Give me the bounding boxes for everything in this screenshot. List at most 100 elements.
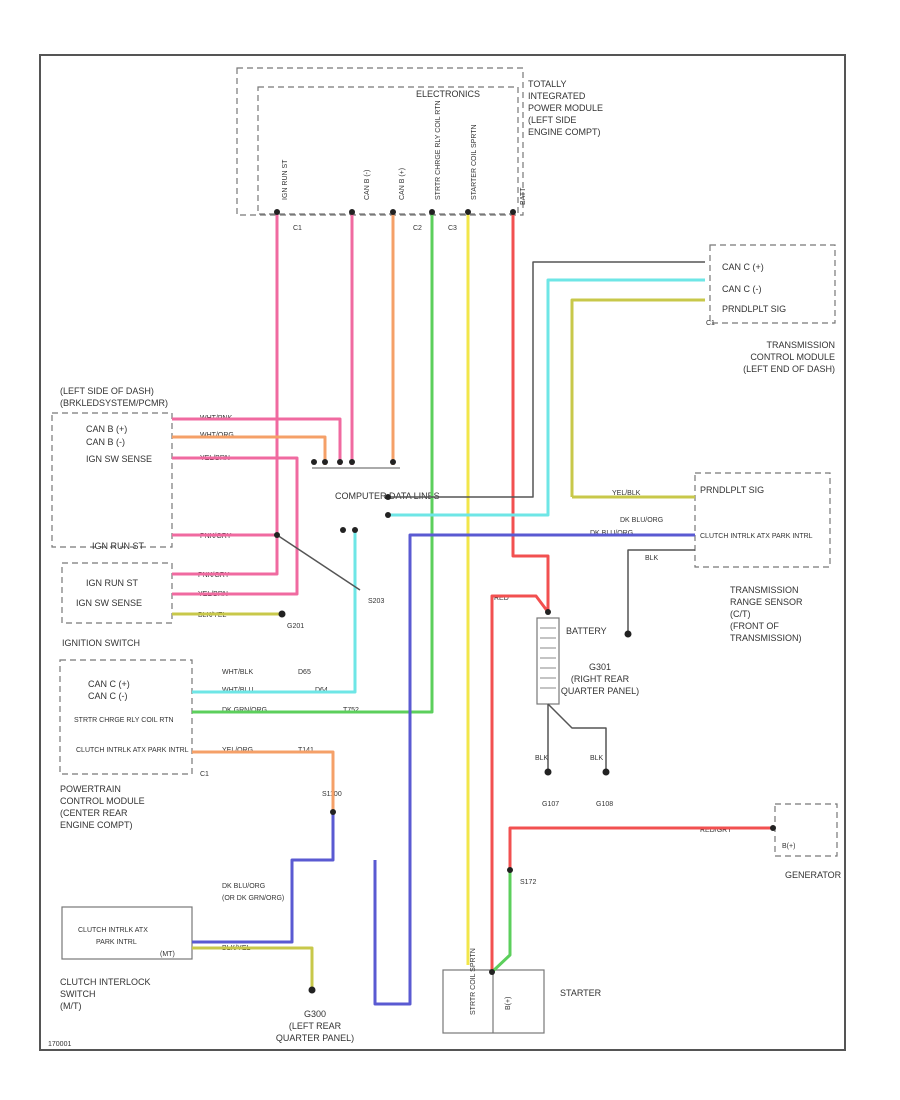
trs-label-2: (C/T): [730, 609, 751, 619]
clutch-box-2: (MT): [160, 951, 175, 958]
dot-tipm-1: [349, 209, 355, 215]
generator[interactable]: B(+) GENERATOR RED/GRY: [700, 803, 842, 880]
dot-bus-3: [349, 459, 355, 465]
generator-label: GENERATOR: [785, 870, 842, 880]
dot-bus-4: [390, 459, 396, 465]
ground-g107: G107: [542, 801, 559, 808]
dot-tipm-2: [390, 209, 396, 215]
starter-pin-coil: STRTR COIL SPRTN: [470, 948, 477, 1015]
ign-sub: IGNITION SWITCH: [62, 638, 140, 648]
tcm-label-0: TRANSMISSION: [766, 340, 835, 350]
battery[interactable]: BATTERY G301 (RIGHT REAR QUARTER PANEL) …: [494, 595, 639, 808]
dot-tipm-0: [274, 209, 280, 215]
dot-batt-top: [545, 609, 551, 615]
diagram-frame: [39, 54, 846, 1051]
tipm-pin-batt: BATT: [520, 187, 527, 205]
ignition-switch[interactable]: IGN RUN ST IGN SW SENSE PNK/GRY YEL/BRN …: [61, 562, 384, 648]
s203-leader: [276, 534, 361, 591]
tipm-label-3: (LEFT SIDE: [528, 115, 576, 125]
clutch-gnd-1: (LEFT REAR: [289, 1021, 342, 1031]
wire-blue-clutch: [373, 533, 695, 1006]
pcm-module[interactable]: CAN C (+) CAN C (-) STRTR CHRGE RLY COIL…: [59, 659, 359, 830]
wire-green-strtr: [192, 212, 434, 714]
tipm-label-4: ENGINE COMPT): [528, 127, 601, 137]
dash-label-1: (BRKLEDSYSTEM/PCMR): [60, 398, 168, 408]
tipm-label-0: TOTALLY: [528, 79, 567, 89]
tcm-label-1: CONTROL MODULE: [750, 352, 835, 362]
battery-label: BATTERY: [566, 626, 607, 636]
wires-layer: [172, 212, 773, 1006]
clutch-wire-0: DK BLU/ORG: [222, 883, 265, 890]
tipm-pin-ign: IGN RUN ST: [282, 159, 289, 200]
dot-tipm-5: [510, 209, 516, 215]
pcm-label-3: ENGINE COMPT): [60, 820, 133, 830]
battery-gnd-1: (RIGHT REAR: [571, 674, 630, 684]
wire-pink-canb: [172, 212, 354, 465]
ign-splice: S203: [368, 598, 384, 605]
dash-module[interactable]: (LEFT SIDE OF DASH) (BRKLEDSYSTEM/PCMR) …: [51, 386, 234, 551]
dot-s200-b: [352, 527, 358, 533]
tipm-module[interactable]: ELECTRONICS TOTALLY INTEGRATED POWER MOD…: [236, 67, 603, 232]
wire-olive-g300: [192, 946, 314, 988]
tipm-label-2: POWER MODULE: [528, 103, 603, 113]
dot-s203: [274, 532, 280, 538]
trs-pin-clutch: CLUTCH INTRLK ATX PARK INTRL: [700, 533, 813, 540]
dot-tipm-4: [465, 209, 471, 215]
dot-g107: [544, 768, 552, 776]
dot-bus-0: [311, 459, 317, 465]
clutch-box-1: PARK INTRL: [96, 939, 137, 946]
dot-s172: [507, 867, 513, 873]
battery-wire-blk-1: BLK: [535, 755, 549, 762]
pcm-wire-0: WHT/BLK: [222, 669, 253, 676]
clutch-gnd-2: QUARTER PANEL): [276, 1033, 354, 1043]
wire-red-starter: [490, 594, 550, 970]
battery-gnd-2: QUARTER PANEL): [561, 686, 639, 696]
dash-pin-run: IGN RUN ST: [92, 541, 145, 551]
wire-blue-s1100: [192, 810, 335, 944]
tcm-pin-prndl: PRNDLPLT SIG: [722, 304, 786, 314]
tipm-pin-canb-plus: CAN B (+): [399, 168, 406, 200]
dot-data-1: [385, 512, 391, 518]
starter-label: STARTER: [560, 988, 602, 998]
battery-wire-red: RED: [494, 595, 509, 602]
ign-pin-sense: IGN SW SENSE: [76, 598, 142, 608]
trs-wire-3: BLK: [645, 555, 659, 562]
clutch-label-0: CLUTCH INTERLOCK: [60, 977, 151, 987]
tipm-conn-c1: C1: [293, 225, 302, 232]
clutch-wire-1: (OR DK GRN/ORG): [222, 895, 284, 902]
starter-splice: S172: [520, 879, 536, 886]
wire-pink-sense: [172, 456, 299, 596]
pcm-pin-canc-plus: CAN C (+): [88, 679, 130, 689]
clutch-switch[interactable]: CLUTCH INTRLK ATX PARK INTRL (MT) CLUTCH…: [60, 791, 354, 1043]
trs-wire-1: DK BLU/ORG: [620, 517, 663, 524]
dot-generator: [770, 825, 776, 831]
clutch-box-0: CLUTCH INTRLK ATX: [78, 927, 148, 934]
pcm-pin-strtr: STRTR CHRGE RLY COIL RTN: [74, 717, 174, 724]
battery-gnd-0: G301: [589, 662, 611, 672]
wire-cyan-d64: [192, 278, 705, 694]
wire-red-batt: [511, 212, 550, 612]
dot-bus-2: [337, 459, 343, 465]
wire-olive-prndl: [570, 298, 705, 499]
dot-trs-gnd: [624, 630, 632, 638]
trs-label-0: TRANSMISSION: [730, 585, 799, 595]
tcm-pin-canc-minus: CAN C (-): [722, 284, 762, 294]
pcm-pin-clutch: CLUTCH INTRLK ATX PARK INTRL: [76, 747, 189, 754]
clutch-label-1: SWITCH: [60, 989, 96, 999]
tcm-module[interactable]: CAN C (+) CAN C (-) PRNDLPLT SIG C1 TRAN…: [706, 244, 836, 374]
tipm-title: ELECTRONICS: [416, 89, 480, 99]
clutch-label-2: (M/T): [60, 1001, 82, 1011]
junction-dots: [274, 209, 776, 994]
dash-pin-canb-minus: CAN B (-): [86, 437, 125, 447]
dot-data-0: [385, 494, 391, 500]
pcm-connector: C1: [200, 771, 209, 778]
dot-g108: [602, 768, 610, 776]
trs-wire-0: YEL/BLK: [612, 490, 641, 497]
ign-pin-run: IGN RUN ST: [86, 578, 139, 588]
dot-s200-a: [340, 527, 346, 533]
dot-bus-1: [322, 459, 328, 465]
dot-tipm-3: [429, 209, 435, 215]
dot-s1100: [330, 809, 336, 815]
wire-red-generator: [508, 826, 773, 870]
trs-pin-prndl: PRNDLPLT SIG: [700, 485, 764, 495]
